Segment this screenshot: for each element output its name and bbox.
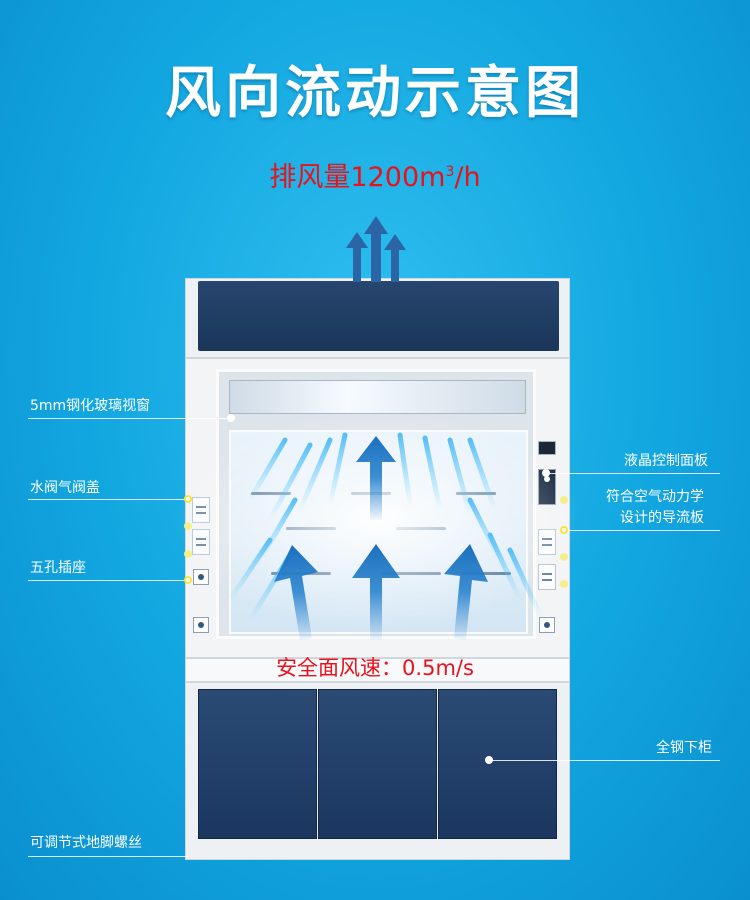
baffle-slot (271, 572, 331, 575)
exhaust-arrows (346, 216, 406, 282)
marker-dot (560, 580, 568, 588)
exhaust-volume: 排风量1200m3/h (0, 155, 750, 194)
callout-dot (184, 495, 192, 503)
valve-cover (538, 564, 556, 590)
baffle-slot (381, 572, 441, 575)
marker-dot (560, 553, 568, 561)
callout-dot (227, 414, 235, 422)
callout-dot (560, 526, 568, 534)
callout-line (28, 499, 186, 500)
page-title: 风向流动示意图 (165, 61, 585, 126)
baffle-slot (461, 572, 511, 575)
hood-top-panel (198, 281, 559, 351)
baffle-slot (396, 527, 446, 530)
face-velocity: 安全面风速：0.5m/s (276, 656, 474, 680)
marker-dot (560, 496, 568, 504)
exhaust-superscript: 3 (445, 164, 455, 180)
callout-water-valve-cover: 水阀气阀盖 (30, 480, 100, 496)
callout-baffle-line1: 符合空气动力学 (606, 489, 704, 505)
exhaust-label: 排风量1200m (269, 162, 446, 193)
socket-icon (193, 617, 209, 633)
sash-glass-window (229, 430, 528, 634)
marker-dot (184, 550, 192, 558)
water-valve-cover (192, 497, 210, 523)
hood-sill (185, 658, 570, 682)
callout-dot (485, 756, 493, 764)
callout-line (28, 580, 186, 581)
callout-glass-window: 5mm钢化玻璃视窗 (30, 398, 151, 414)
baffle-slot (286, 527, 336, 530)
callout-adjustable-feet: 可调节式地脚螺丝 (30, 835, 142, 851)
callout-line (566, 530, 720, 531)
marker-dot (184, 522, 192, 530)
steel-cabinet (185, 682, 570, 860)
window-frame (216, 369, 536, 639)
callout-lcd-panel: 液晶控制面板 (624, 453, 708, 469)
socket-icon (539, 617, 555, 633)
hood-exhaust-top (185, 278, 570, 358)
hood-body (185, 358, 570, 658)
callout-line (490, 760, 720, 761)
callout-dot (542, 469, 550, 477)
exhaust-unit: /h (454, 162, 481, 193)
socket-icon (193, 569, 209, 585)
callout-line (548, 473, 720, 474)
callout-steel-cabinet: 全钢下柜 (656, 740, 712, 756)
callout-dot (184, 576, 192, 584)
cabinet-door (318, 689, 437, 839)
callout-line (28, 418, 230, 419)
upper-glass-window (229, 380, 526, 414)
baffle-slot (351, 492, 391, 495)
baffle-slot (251, 492, 291, 495)
gas-valve-cover (192, 529, 210, 555)
baffle-slot (456, 492, 496, 495)
valve-cover (538, 529, 556, 555)
callout-five-hole-socket: 五孔插座 (30, 560, 86, 576)
fume-hood (185, 278, 570, 860)
callout-line (28, 856, 188, 857)
cabinet-door (198, 689, 317, 839)
cabinet-door (438, 689, 557, 839)
callout-baffle-line2: 设计的导流板 (620, 510, 704, 526)
lcd-screen (538, 441, 556, 455)
